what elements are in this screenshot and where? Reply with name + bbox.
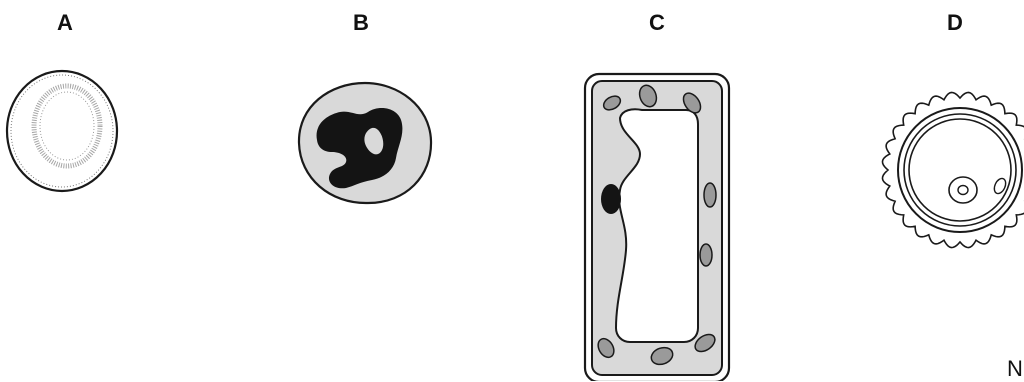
white-blood-cell-icon [299,83,431,203]
pollen-grain-icon [882,92,1024,247]
plant-cell-icon [585,74,729,381]
red-blood-cell-icon [7,71,117,191]
edge-text: N [1007,356,1023,382]
